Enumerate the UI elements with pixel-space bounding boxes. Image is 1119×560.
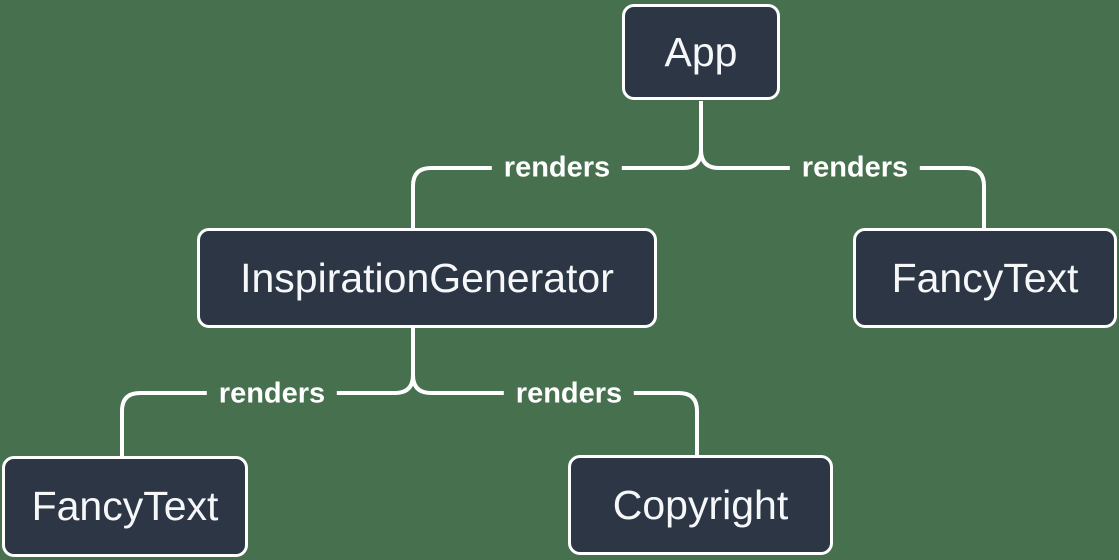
node-app-label: App xyxy=(664,28,738,75)
node-copyright: Copyright xyxy=(568,455,833,555)
node-fancy-text-bottom-label: FancyText xyxy=(31,483,219,529)
node-inspiration-generator-label: InspirationGenerator xyxy=(240,254,614,301)
node-copyright-label: Copyright xyxy=(612,481,789,528)
node-fancy-text-bottom: FancyText xyxy=(2,456,248,557)
edge-label-renders-app-fancytext: renders xyxy=(789,151,921,185)
edge-label-renders-inspiration-copyright: renders xyxy=(503,377,635,411)
edge-label-renders-inspiration-fancytext: renders xyxy=(206,377,338,411)
node-app: App xyxy=(622,4,780,100)
edge-label-renders-app-inspiration: renders xyxy=(491,151,623,185)
node-inspiration-generator: InspirationGenerator xyxy=(197,228,657,328)
node-fancy-text-top: FancyText xyxy=(853,228,1117,328)
node-fancy-text-top-label: FancyText xyxy=(891,254,1079,301)
